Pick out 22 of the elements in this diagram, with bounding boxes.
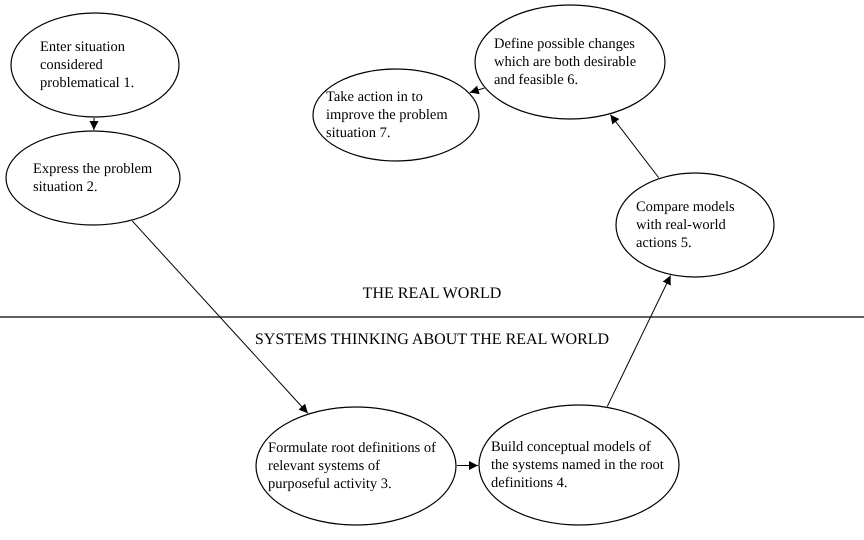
step-text: Define possible changes which are both desirable and feasible 6. xyxy=(494,35,638,89)
step-text: Take action in to improve the problem situation 7. xyxy=(326,88,449,142)
region-label: SYSTEMS THINKING ABOUT THE REAL WORLD xyxy=(254,330,610,350)
arrow xyxy=(610,114,660,178)
region-label: THE REAL WORLD xyxy=(362,284,502,304)
step-text: Compare models with real-world actions 5. xyxy=(636,198,736,252)
process-ellipse xyxy=(5,130,181,226)
step-text: Enter situation considered problematical 1. xyxy=(40,38,136,92)
process-ellipse xyxy=(474,4,666,120)
process-ellipse xyxy=(478,404,680,526)
arrow xyxy=(456,461,478,470)
process-ellipse xyxy=(10,12,180,118)
arrow xyxy=(469,86,485,94)
step-text: Express the problem situation 2. xyxy=(33,160,153,196)
process-ellipse xyxy=(312,68,480,162)
step-text: Build conceptual models of the systems named in the root definitions 4. xyxy=(491,438,665,492)
process-ellipse xyxy=(615,172,775,278)
process-ellipse xyxy=(255,406,457,526)
step-text: Formulate root definitions of relevant systems of purposeful activity 3. xyxy=(268,439,437,493)
arrow xyxy=(90,118,98,130)
arrow xyxy=(606,274,672,407)
arrow xyxy=(132,220,308,414)
